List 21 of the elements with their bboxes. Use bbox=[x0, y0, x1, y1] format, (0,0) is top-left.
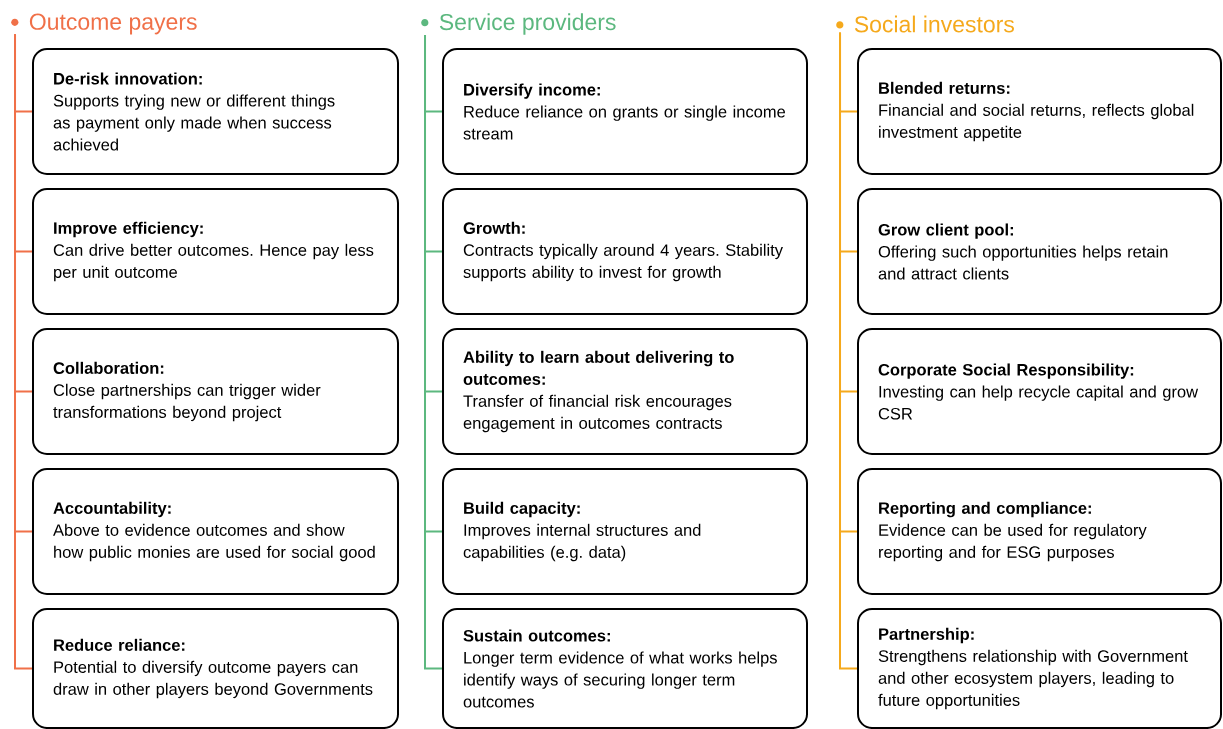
rounded-box: Collaboration: Close partnerships can trigger wider transformations beyond project bbox=[32, 328, 399, 455]
rounded-box: Blended returns: Financial and social returns, reflects global investment appetite bbox=[857, 48, 1222, 175]
connector-line bbox=[14, 33, 33, 670]
column-heading: Service providers bbox=[421, 13, 616, 35]
rounded-box: Corporate Social Responsibility: Investing can help recycle capital and grow CSR bbox=[857, 328, 1222, 455]
rounded-box: Partnership: Strengthens relationship with Government and other ecosystem players, leading to future opportunities bbox=[857, 608, 1222, 729]
connector-line bbox=[839, 31, 858, 670]
connector-line bbox=[424, 33, 443, 670]
rounded-box: Build capacity: Improves internal structures and capabilities (e.g. data) bbox=[442, 468, 808, 595]
rounded-box: Improve efficiency: Can drive better outcomes. Hence pay less per unit outcome bbox=[32, 188, 399, 315]
rounded-box: Reporting and compliance: Evidence can be used for regulatory reporting and for ESG purposes bbox=[857, 468, 1222, 595]
rounded-box: Growth: Contracts typically around 4 years. Stability supports ability to invest for growth bbox=[442, 188, 808, 315]
rounded-box: Reduce reliance: Potential to diversify outcome payers can draw in other players beyond Governments bbox=[32, 608, 399, 729]
column-heading: Outcome payers bbox=[11, 13, 197, 35]
rounded-box: Sustain outcomes: Longer term evidence of what works helps identify ways of securing longer term outcomes bbox=[442, 608, 808, 729]
rounded-box: Grow client pool: Offering such opportunities helps retain and attract clients bbox=[857, 188, 1222, 315]
rounded-box: De-risk innovation: Supports trying new or different things as payment only made when success achieved bbox=[32, 48, 399, 175]
rounded-box: Accountability: Above to evidence outcomes and show how public monies are used for social good bbox=[32, 468, 399, 595]
rounded-box: Ability to learn about delivering to outcomes: Transfer of financial risk encourages engagement in outcomes contracts bbox=[442, 328, 808, 455]
rounded-box: Diversify income: Reduce reliance on grants or single income stream bbox=[442, 48, 808, 175]
column-heading: Social investors bbox=[836, 15, 1014, 33]
